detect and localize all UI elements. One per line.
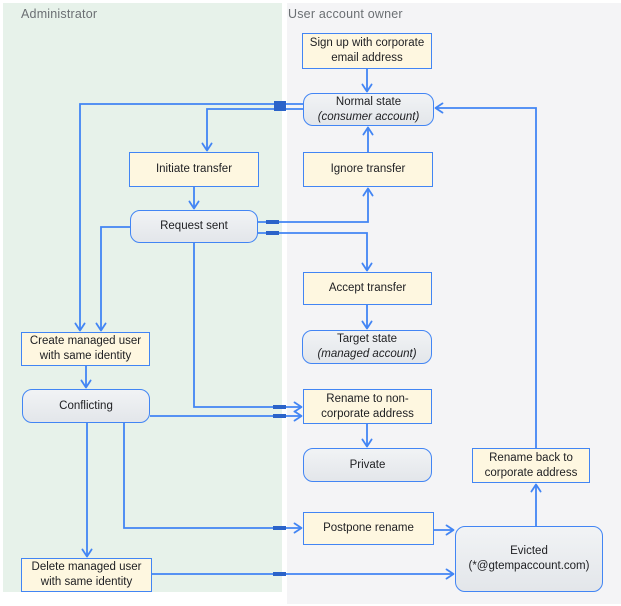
node-accept-transfer-label: Accept transfer — [328, 282, 407, 295]
connector-junction-dash — [273, 526, 286, 530]
node-request-sent-label: Request sent — [160, 220, 228, 233]
node-initiate-transfer-label: Initiate transfer — [155, 163, 233, 176]
connector-junction-dash — [266, 231, 279, 235]
connector-junction-dash — [273, 414, 286, 418]
lane-label-administrator: Administrator — [21, 7, 98, 21]
connector-junction-dash — [273, 572, 286, 576]
edge-normal-to-initiate — [201, 108, 303, 152]
node-conflicting: Conflicting — [22, 389, 150, 423]
node-accept-transfer: Accept transfer — [303, 272, 432, 305]
node-evicted-label: (*@gtempaccount.com) — [468, 560, 590, 572]
edge-conflicting-to-postpone — [123, 423, 303, 534]
node-conflicting-label: Conflicting — [59, 399, 113, 412]
connector-junction-dash — [274, 101, 286, 111]
node-ignore-transfer: Ignore transfer — [303, 152, 433, 187]
node-delete-managed-user-label: Delete managed user with same identity — [31, 561, 142, 588]
lane-label-user-account-owner: User account owner — [288, 7, 403, 21]
lane-administrator — [3, 3, 282, 592]
node-private: Private — [303, 448, 432, 482]
node-normal-state: Normal state (consumer account) — [303, 93, 434, 126]
node-rename-to-non-corporate: Rename to non-corporate address — [303, 389, 432, 424]
node-rename-back-to-corporate-label: Rename back to corporate address — [484, 451, 578, 479]
edge-request-to-accept — [258, 232, 373, 272]
connector-junction-dash — [266, 220, 279, 224]
connector-junction-dash — [273, 405, 286, 409]
edge-request-to-ignore — [258, 187, 374, 223]
node-sign-up-with-corporate-email: Sign up with corporate email address — [302, 33, 432, 69]
node-normal-state-label: (consumer account) — [317, 110, 420, 123]
node-normal-state-label: Normal state — [335, 95, 402, 108]
node-ignore-transfer-label: Ignore transfer — [330, 163, 406, 176]
edge-renameback-to-normal — [434, 102, 537, 448]
edge-request-to-rename — [193, 243, 303, 413]
node-evicted-label: Evicted — [510, 545, 548, 558]
node-private-label: Private — [349, 458, 386, 471]
node-create-managed-user-label: Create managed user with same identity — [29, 335, 142, 362]
node-postpone-rename-label: Postpone rename — [323, 522, 414, 535]
node-target-state: Target state (managed account) — [302, 330, 432, 364]
node-postpone-rename: Postpone rename — [303, 512, 434, 545]
node-initiate-transfer: Initiate transfer — [129, 152, 259, 187]
node-sign-up-with-corporate-email-label: Sign up with corporate email address — [309, 37, 425, 64]
node-evicted: Evicted (*@gtempaccount.com) — [455, 526, 603, 592]
node-target-state-label: Target state — [336, 333, 398, 346]
node-target-state-label: (managed account) — [317, 348, 417, 360]
node-rename-back-to-corporate: Rename back to corporate address — [472, 448, 590, 483]
edge-request-to-create — [95, 226, 130, 332]
edge-normal-to-create — [74, 103, 303, 332]
node-rename-to-non-corporate-label: Rename to non-corporate address — [321, 392, 414, 420]
node-create-managed-user: Create managed user with same identity — [21, 332, 150, 366]
node-request-sent: Request sent — [130, 210, 258, 243]
node-delete-managed-user: Delete managed user with same identity — [21, 558, 152, 592]
